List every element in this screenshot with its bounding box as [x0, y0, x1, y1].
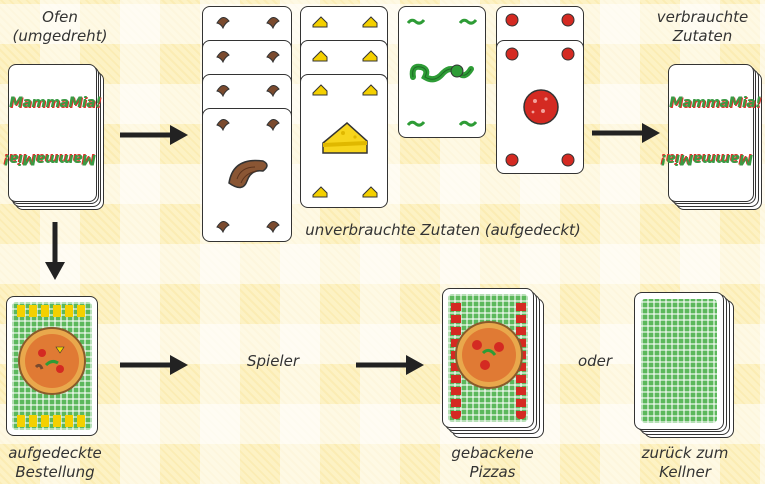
cheese-icon — [362, 186, 378, 198]
order-card-bottom-row — [17, 415, 87, 427]
cheese-icon — [312, 84, 328, 96]
cheese-icon — [362, 84, 378, 96]
label-zurueck-zum-kellner: zurück zum Kellner — [641, 444, 729, 481]
logo-top: MammaMia! — [9, 95, 102, 111]
logo-bottom-used: MammaMia! — [660, 151, 753, 167]
salami-icon — [561, 47, 575, 61]
mushroom-icon — [216, 17, 230, 29]
arrow-right-icon — [356, 355, 424, 375]
pepper-icon — [459, 18, 477, 25]
label-spieler: Spieler — [246, 352, 299, 370]
arrow-right-icon — [592, 123, 660, 143]
salami-icon — [561, 13, 575, 27]
cheese-icon — [362, 16, 378, 28]
pizza-icon — [455, 321, 523, 389]
order-card — [6, 296, 98, 436]
pepper-icon — [409, 63, 474, 83]
salami-icon — [505, 47, 519, 61]
order-card-top-row — [17, 305, 87, 317]
logo-top-used: MammaMia! — [669, 95, 762, 111]
cheese-icon — [322, 122, 368, 154]
salami-icon — [523, 89, 559, 125]
mushroom-icon — [266, 17, 280, 29]
mushroom-icon — [266, 51, 280, 63]
cheese-column — [300, 6, 392, 210]
arrow-right-icon — [120, 125, 188, 145]
mushroom-icon — [266, 85, 280, 97]
oven-deck: MammaMia! MammaMia! — [3, 64, 108, 214]
waiter-card-checkered — [641, 299, 717, 423]
arrow-right-icon — [120, 355, 188, 375]
mushroom-icon — [228, 159, 268, 189]
salami-column — [496, 6, 588, 176]
mushroom-icon — [266, 221, 280, 233]
salami-icon — [505, 153, 519, 167]
arrow-down-icon — [45, 222, 65, 280]
mushroom-icon — [216, 119, 230, 131]
pizza-icon — [18, 327, 86, 395]
label-unverbrauchte-zutaten: unverbrauchte Zutaten (aufgedeckt) — [305, 221, 581, 239]
baked-pizzas-stack — [442, 288, 552, 442]
pepper-icon — [407, 120, 425, 127]
label-ofen: Ofen (umgedreht) — [12, 8, 108, 45]
waiter-card-back — [634, 292, 724, 430]
baked-pizza-card — [442, 288, 534, 428]
mushroom-icon — [216, 221, 230, 233]
mushroom-column — [202, 6, 294, 242]
label-gebackene-pizzas: gebackene Pizzas — [451, 444, 534, 481]
salami-card-front — [496, 40, 584, 174]
label-aufgedeckte-bestellung: aufgedeckte Bestellung — [8, 444, 102, 481]
salami-icon — [561, 153, 575, 167]
pepper-card — [398, 6, 486, 138]
oven-card-back: MammaMia! MammaMia! — [3, 64, 102, 202]
logo-bottom: MammaMia! — [3, 151, 96, 167]
mushroom-icon — [216, 51, 230, 63]
pepper-icon — [407, 18, 425, 25]
cheese-icon — [312, 16, 328, 28]
used-card-back: MammaMia! MammaMia! — [660, 64, 762, 202]
waiter-stack — [634, 292, 744, 446]
cheese-icon — [312, 50, 328, 62]
cheese-icon — [362, 50, 378, 62]
used-ingredients-deck: MammaMia! MammaMia! — [660, 64, 765, 214]
cheese-card-front — [300, 74, 388, 208]
salami-icon — [505, 13, 519, 27]
cheese-icon — [312, 186, 328, 198]
label-oder: oder — [577, 352, 613, 370]
mushroom-icon — [266, 119, 280, 131]
label-verbrauchte-zutaten: verbrauchte Zutaten — [656, 8, 749, 45]
mushroom-icon — [216, 85, 230, 97]
mushroom-card-front — [202, 108, 292, 242]
pepper-icon — [459, 120, 477, 127]
